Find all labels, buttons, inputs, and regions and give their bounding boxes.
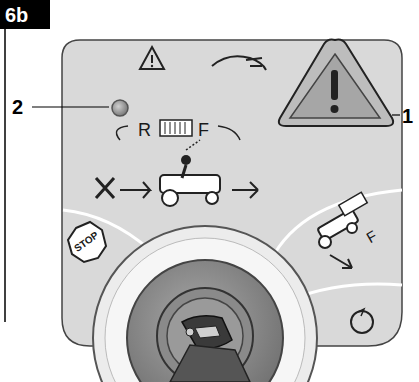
- stop-symbol: [68, 222, 106, 262]
- ignition-switch: [93, 226, 317, 382]
- callout-number: 1: [402, 106, 413, 126]
- forward-mark: F: [198, 121, 209, 139]
- figure-tag: [0, 0, 50, 29]
- callout-number: 2: [12, 97, 23, 117]
- indicator-led: [112, 100, 128, 116]
- reverse-mark: R: [138, 121, 151, 139]
- warning-lamp: [279, 40, 393, 127]
- figure-number: 6b: [5, 5, 28, 25]
